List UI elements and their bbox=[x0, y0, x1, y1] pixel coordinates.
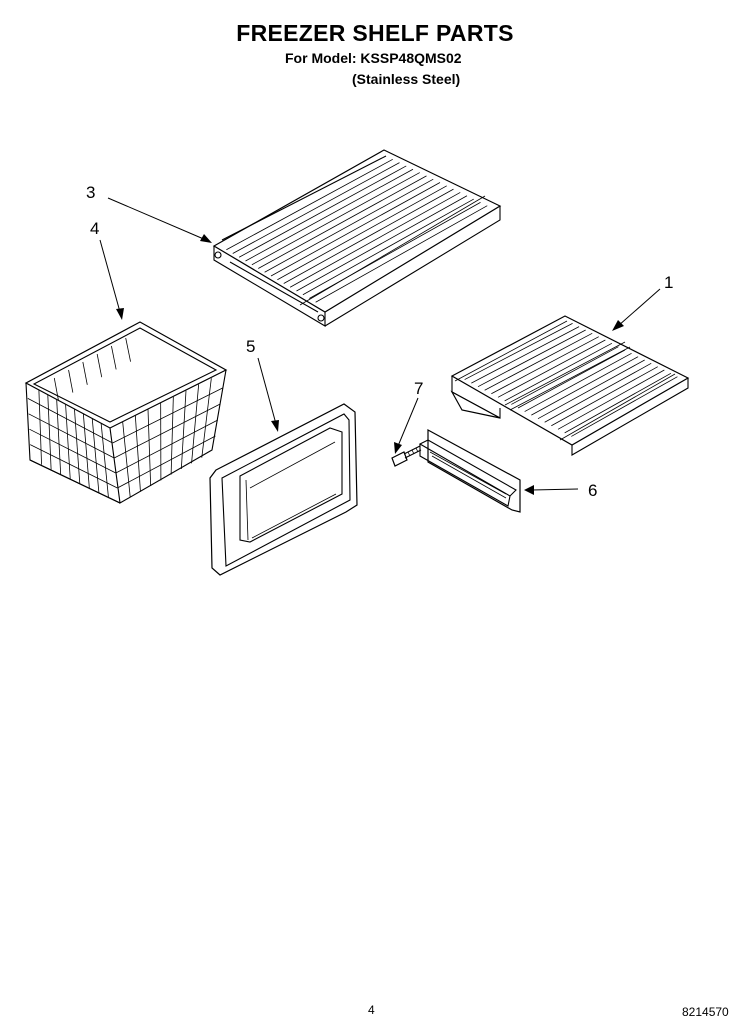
wire-rod bbox=[283, 188, 454, 284]
wire-rod bbox=[111, 345, 117, 370]
document-number: 8214570 bbox=[682, 1005, 729, 1019]
arrow-7 bbox=[394, 442, 402, 454]
callout-4: 4 bbox=[90, 219, 99, 238]
wire-rod bbox=[91, 418, 100, 493]
part-7-screw[interactable] bbox=[391, 445, 422, 467]
wire-rod bbox=[115, 419, 218, 474]
page-title: FREEZER SHELF PARTS bbox=[236, 20, 514, 46]
callout-3: 3 bbox=[86, 183, 95, 202]
wire-rod bbox=[557, 369, 665, 430]
wire-rod bbox=[509, 346, 631, 411]
arrow-4 bbox=[116, 308, 124, 320]
wire-rod bbox=[38, 389, 42, 465]
arrow-6 bbox=[524, 485, 534, 495]
wire-rod bbox=[464, 322, 573, 380]
wire-rod bbox=[296, 195, 468, 292]
wire-rod bbox=[258, 175, 427, 269]
wire-rod bbox=[491, 336, 599, 395]
wire-rod bbox=[82, 361, 88, 385]
wire-rod bbox=[571, 376, 678, 437]
wire-rod bbox=[544, 362, 652, 423]
wire-rod bbox=[117, 435, 216, 489]
wire-rod bbox=[47, 394, 52, 470]
wire-rod bbox=[53, 377, 59, 401]
wire-rod bbox=[122, 421, 131, 498]
callout-1: 1 bbox=[664, 273, 673, 292]
wire-rod bbox=[517, 349, 626, 409]
leader-3 bbox=[107, 197, 207, 241]
wire-rod bbox=[201, 378, 212, 458]
part-1-wire-shelf[interactable] bbox=[450, 315, 690, 456]
wire-rod bbox=[537, 359, 645, 420]
wire-rod bbox=[497, 339, 606, 398]
wire-rod bbox=[504, 341, 626, 406]
wire-rod bbox=[270, 182, 441, 277]
wire-rod bbox=[504, 342, 613, 402]
wire-rod bbox=[29, 428, 116, 474]
wire-rod bbox=[511, 346, 619, 405]
model-line: For Model: KSSP48QMS02 bbox=[285, 50, 462, 66]
wire-rod bbox=[226, 158, 393, 251]
callout-7: 7 bbox=[414, 379, 423, 398]
wire-rod bbox=[524, 352, 632, 412]
wire-rod bbox=[125, 337, 131, 362]
wire-rod bbox=[232, 162, 400, 254]
wire-rod bbox=[477, 329, 586, 388]
wire-rod bbox=[277, 185, 447, 281]
callout-5: 5 bbox=[246, 337, 255, 356]
wire-rod bbox=[238, 165, 407, 258]
wire-rod bbox=[302, 198, 474, 296]
wire-rod bbox=[264, 178, 434, 273]
wire-rod bbox=[289, 192, 461, 288]
arrow-1 bbox=[612, 320, 624, 331]
leader-5 bbox=[257, 357, 277, 425]
leader-7 bbox=[397, 397, 419, 447]
wire-rod bbox=[484, 332, 593, 391]
wire-rod bbox=[82, 413, 90, 489]
part-4-wire-basket[interactable] bbox=[24, 321, 228, 504]
variant-line: (Stainless Steel) bbox=[352, 71, 461, 87]
arrow-3 bbox=[200, 234, 212, 243]
leader-4 bbox=[99, 239, 121, 313]
leader-1 bbox=[617, 288, 661, 327]
wire-rod bbox=[27, 398, 113, 444]
wire-rod bbox=[74, 408, 81, 484]
wire-rod bbox=[112, 387, 223, 444]
wire-rod bbox=[315, 205, 488, 303]
part-3-wire-shelf[interactable] bbox=[212, 149, 502, 327]
wire-rod bbox=[28, 413, 115, 459]
wire-rod bbox=[134, 415, 141, 492]
page-number: 4 bbox=[368, 1003, 375, 1017]
part-6-bracket[interactable] bbox=[418, 428, 521, 513]
wire-rod bbox=[147, 409, 152, 487]
wire-rod bbox=[96, 353, 103, 378]
wire-rod bbox=[471, 326, 580, 384]
wire-rod bbox=[68, 369, 74, 393]
arrow-5 bbox=[271, 420, 279, 432]
wire-rod bbox=[564, 372, 672, 434]
wire-rod bbox=[56, 399, 62, 475]
wire-rod bbox=[30, 444, 118, 489]
wire-rod bbox=[191, 384, 200, 464]
part-5-drawer-front[interactable] bbox=[209, 403, 358, 576]
wire-rod bbox=[170, 396, 174, 475]
wire-rod bbox=[251, 172, 420, 266]
wire-rod bbox=[114, 403, 221, 459]
wire-rod bbox=[551, 366, 658, 427]
wire-rod bbox=[100, 423, 109, 498]
wire-rod bbox=[65, 404, 71, 479]
callout-6: 6 bbox=[588, 481, 597, 500]
wire-rod bbox=[180, 390, 187, 470]
wire-rod bbox=[245, 168, 414, 262]
leader-6 bbox=[531, 488, 579, 491]
wire-rod bbox=[531, 356, 639, 416]
